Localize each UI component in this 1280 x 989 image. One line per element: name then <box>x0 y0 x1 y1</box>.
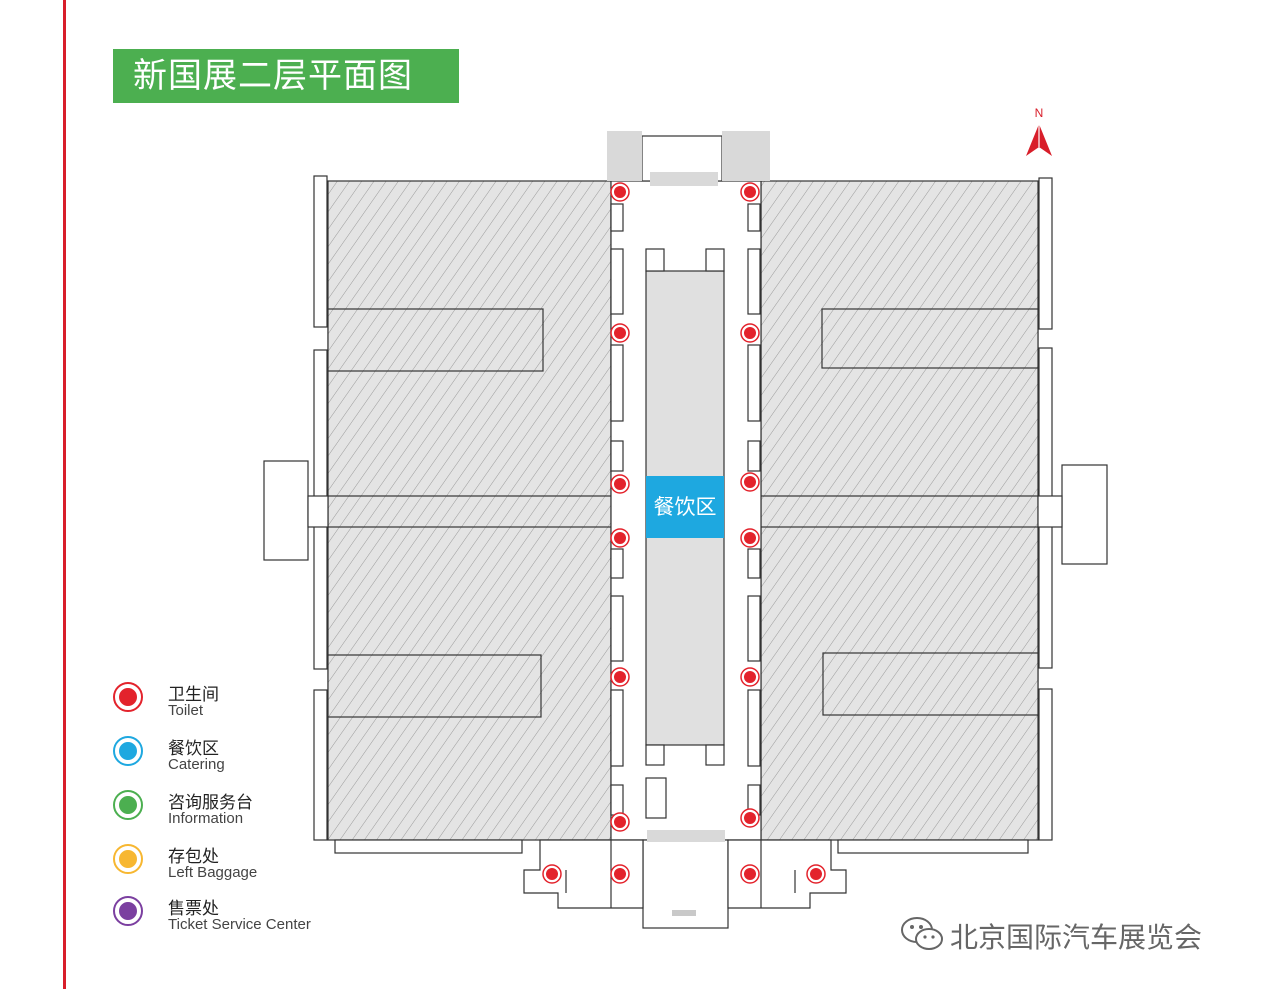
information-icon <box>113 790 143 820</box>
baggage-icon <box>113 844 143 874</box>
legend-item-toilet: 卫生间 Toilet <box>113 680 376 724</box>
legend-label-cn: 存包处 <box>168 847 219 867</box>
toilet-marker <box>740 182 760 202</box>
legend-label-en: Catering <box>168 756 225 773</box>
toilet-marker <box>610 182 630 202</box>
toilet-marker <box>740 323 760 343</box>
hall-west-corridor <box>327 495 612 528</box>
toilet-marker <box>740 528 760 548</box>
legend-item-baggage: 存包处 Left Baggage <box>113 842 376 886</box>
toilet-marker <box>610 474 630 494</box>
toilet-marker <box>740 472 760 492</box>
catering-area-label: 餐饮区 <box>646 476 724 538</box>
legend-label-cn: 售票处 <box>168 899 219 919</box>
hall-east-corridor <box>760 495 1039 528</box>
toilet-marker <box>740 864 760 884</box>
north-arrow-icon <box>1026 124 1052 156</box>
legend-label-cn: 卫生间 <box>168 685 219 705</box>
toilet-marker <box>610 323 630 343</box>
watermark: 北京国际汽车展览会 <box>898 914 1202 954</box>
legend-label-en: Information <box>168 810 244 827</box>
wechat-icon <box>901 917 943 950</box>
page-side-rule <box>63 0 66 989</box>
compass: N <box>1022 106 1056 162</box>
hall-east-south-room <box>822 652 1039 716</box>
toilet-marker <box>610 528 630 548</box>
legend-label-en: Ticket Service Center <box>168 916 311 933</box>
ticket-icon <box>113 896 143 926</box>
toilet-marker <box>740 667 760 687</box>
toilet-marker <box>610 667 630 687</box>
catering-icon <box>113 736 143 766</box>
legend-label-cn: 咨询服务台 <box>168 793 253 813</box>
page-title: 新国展二层平面图 <box>113 49 459 103</box>
hall-west-south-room <box>327 654 542 718</box>
toilet-marker <box>542 864 562 884</box>
toilet-marker <box>806 864 826 884</box>
legend-item-information: 咨询服务台 Information <box>113 788 376 832</box>
east-entrance <box>1061 464 1108 565</box>
legend-label-cn: 餐饮区 <box>168 739 219 759</box>
compass-north-letter: N <box>1034 106 1044 120</box>
watermark-text: 北京国际汽车展览会 <box>950 921 1203 954</box>
toilet-marker <box>610 864 630 884</box>
legend-label-en: Toilet <box>168 702 204 719</box>
legend-label-en: Left Baggage <box>168 864 258 881</box>
hall-west-north-room <box>327 308 544 372</box>
hall-east-north-room <box>821 308 1039 369</box>
legend-item-ticket: 售票处 Ticket Service Center <box>113 894 376 938</box>
toilet-marker <box>740 808 760 828</box>
west-entrance <box>263 460 309 561</box>
toilet-marker <box>610 812 630 832</box>
legend-item-catering: 餐饮区 Catering <box>113 734 376 778</box>
toilet-icon <box>113 682 143 712</box>
